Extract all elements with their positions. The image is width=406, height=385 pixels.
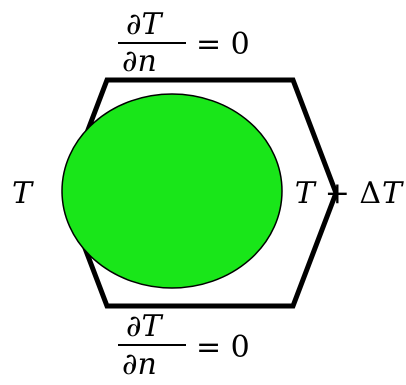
right-label-op: + Δ	[325, 176, 381, 211]
right-label-var2: T	[382, 176, 404, 211]
left-boundary-label: T	[12, 176, 34, 211]
bottom-rhs: = 0	[196, 330, 250, 365]
top-denominator: ∂n	[122, 44, 157, 79]
top-rhs: = 0	[196, 27, 250, 62]
green-inclusion	[61, 93, 283, 289]
bottom-boundary-condition: ∂T ∂n = 0	[118, 309, 250, 382]
top-numerator: ∂T	[126, 7, 164, 42]
top-boundary-condition: ∂T ∂n = 0	[118, 7, 250, 79]
right-label-var: T	[295, 176, 317, 211]
bottom-numerator: ∂T	[126, 309, 164, 344]
bottom-denominator: ∂n	[122, 347, 157, 382]
right-boundary-label: T + Δ T	[295, 176, 404, 211]
